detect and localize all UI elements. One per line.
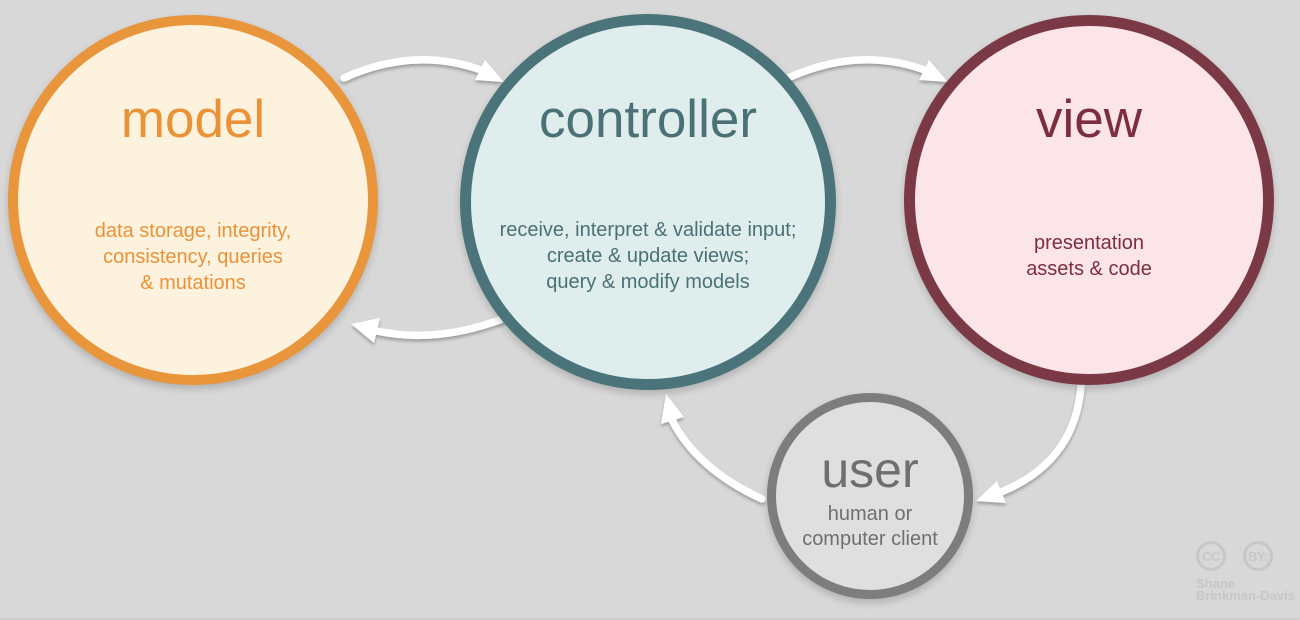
arrow-model-to-controller: [340, 56, 504, 82]
attribution-author-line2: Brinkman-Davis: [1196, 588, 1295, 603]
attribution-author-line1: Shane: [1196, 576, 1236, 591]
node-user-description: human or computer client: [802, 503, 938, 550]
attribution-author: Shane Brinkman-Davis: [1196, 576, 1296, 603]
cc-license-badges: CC BY:: [1196, 541, 1296, 571]
node-controller: controller receive, interpret & validate…: [460, 14, 836, 390]
node-view: view presentation assets & code: [904, 15, 1274, 385]
node-controller-description: receive, interpret & validate input; cre…: [499, 219, 797, 293]
arrow-view-to-user: [976, 382, 1085, 503]
node-model-description: data storage, integrity, consistency, qu…: [94, 220, 292, 294]
node-user: user human or computer client: [767, 393, 973, 599]
cc-by-icon: BY:: [1243, 541, 1273, 571]
node-controller-title: controller: [539, 90, 757, 149]
cc-icon: CC: [1196, 541, 1226, 571]
arrow-controller-to-model: [351, 314, 509, 343]
node-model: model data storage, integrity, consisten…: [8, 15, 378, 385]
node-user-title: user: [821, 442, 919, 498]
arrow-user-to-controller: [661, 394, 766, 503]
node-view-title: view: [1035, 90, 1143, 149]
node-view-description: presentation assets & code: [1026, 232, 1152, 280]
node-model-title: model: [120, 90, 266, 149]
arrow-controller-to-view: [784, 56, 948, 82]
attribution: CC BY: Shane Brinkman-Davis: [1196, 541, 1296, 602]
bottom-edge-shading: [0, 618, 1300, 620]
